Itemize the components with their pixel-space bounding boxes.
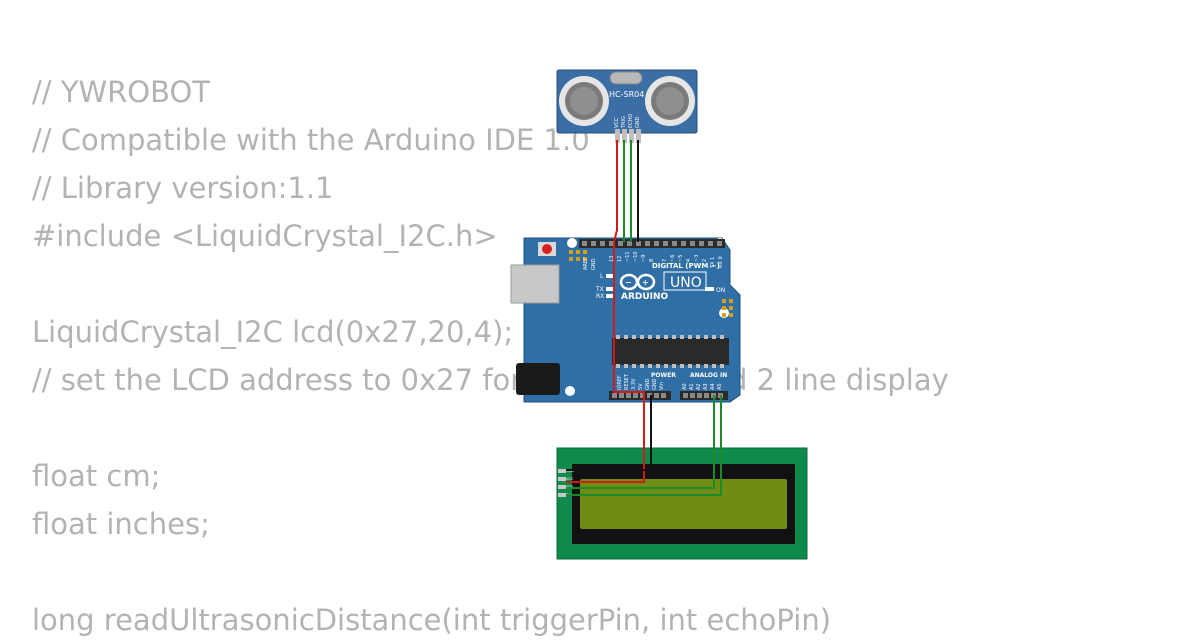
digital-pin-rx-label: RX 0 bbox=[718, 256, 724, 268]
icsp-header-top bbox=[569, 250, 587, 261]
wire-lcd-gnd bbox=[566, 395, 652, 471]
transducer-left bbox=[559, 76, 609, 126]
code-line: float cm; bbox=[32, 459, 161, 493]
wire-sda bbox=[566, 395, 715, 489]
sensor-label: HC-SR04 bbox=[609, 90, 644, 99]
uno-frame bbox=[663, 271, 707, 291]
reset-button[interactable] bbox=[542, 244, 552, 254]
chip-pins-top bbox=[616, 335, 724, 339]
digital-header-label: DIGITAL (PWM ~) bbox=[652, 262, 720, 270]
digital-pin-5-label: ~5 bbox=[678, 255, 684, 262]
led-tx bbox=[606, 287, 613, 291]
code-line: #include <LiquidCrystal_I2C.h> bbox=[32, 219, 498, 253]
uno-model-label: UNO bbox=[670, 275, 702, 291]
infinity-logo bbox=[619, 273, 656, 291]
transducer-right bbox=[645, 76, 695, 126]
code-line: // YWROBOT bbox=[32, 75, 211, 109]
sensor-pin-gnd-label: GND bbox=[635, 116, 641, 128]
mount-hole bbox=[567, 238, 577, 248]
led-on bbox=[705, 287, 714, 291]
wire-5v-vcc bbox=[566, 140, 645, 483]
analog-header-label: ANALOG IN bbox=[690, 372, 727, 379]
digital-pin-6-label: ~6 bbox=[670, 255, 676, 262]
wire-scl bbox=[566, 395, 722, 496]
led-rx-label: RX bbox=[596, 293, 604, 300]
digital-pin-12-label: 12 bbox=[617, 256, 623, 262]
code-line: LiquidCrystal_I2C lcd(0x27,20,4); bbox=[32, 315, 514, 349]
analog-pin-a3-label: A3 bbox=[703, 383, 709, 390]
crystal-oscillator bbox=[609, 71, 643, 85]
digital-pin-13-label: 13 bbox=[609, 256, 615, 262]
code-line: // Compatible with the Arduino IDE 1.0 bbox=[32, 123, 590, 157]
power-pin-reset-label: RESET bbox=[624, 373, 630, 390]
led-tx-label: TX bbox=[595, 286, 604, 293]
circuit-diagram: HC-SR04 VCC TRIG ECHO GND bbox=[510, 69, 808, 560]
logo-minus: − bbox=[625, 278, 632, 287]
digital-pin-9-label: ~9 bbox=[641, 255, 647, 262]
led-l-label: L bbox=[600, 273, 604, 280]
digital-pin-7-label: 7 bbox=[662, 259, 668, 262]
arduino-uno-board[interactable]: AREF GND 13 12 ~11 ~10 ~9 8 7 ~6 ~5 4 ~3… bbox=[510, 237, 741, 403]
digital-header-sockets bbox=[582, 241, 722, 246]
power-pin-ioref-label: IOREF bbox=[617, 375, 623, 390]
digital-pin-10-label: ~10 bbox=[633, 251, 639, 262]
power-pin-5v-label: 5V bbox=[638, 383, 644, 390]
digital-pin-3-label: ~3 bbox=[694, 255, 700, 262]
led-rx bbox=[606, 294, 613, 298]
digital-pin-2-label: 2 bbox=[702, 259, 708, 262]
aref-label: AREF bbox=[583, 257, 589, 270]
power-pin-gnd1-label: GND bbox=[645, 378, 651, 390]
arduino-brand-label: ARDUINO bbox=[621, 292, 669, 302]
atmega-chip bbox=[612, 338, 729, 365]
usb-connector bbox=[510, 264, 560, 304]
power-pin-3v3-label: 3.3V bbox=[631, 378, 637, 390]
sensor-pin-vcc-label: VCC bbox=[614, 117, 620, 128]
analog-pin-a2-label: A2 bbox=[696, 383, 702, 390]
analog-pin-a4-label: A4 bbox=[710, 383, 716, 390]
lcd-screen bbox=[580, 479, 787, 529]
code-line: float inches; bbox=[32, 507, 210, 541]
digital-pin-11-label: ~11 bbox=[625, 251, 631, 262]
wires bbox=[566, 140, 722, 496]
sensor-pin-trig-label: TRIG bbox=[621, 116, 627, 129]
digital-header bbox=[579, 239, 725, 248]
analog-pin-a1-label: A1 bbox=[689, 383, 695, 390]
code-line: // Library version:1.1 bbox=[32, 171, 334, 205]
ultrasonic-sensor[interactable]: HC-SR04 VCC TRIG ECHO GND bbox=[556, 69, 698, 143]
logo-plus: + bbox=[642, 278, 649, 287]
analog-pin-a5-label: A5 bbox=[717, 383, 723, 390]
power-pin-vin-label: Vin bbox=[659, 382, 665, 390]
chip-pins-bottom bbox=[616, 364, 724, 368]
icsp-header-right bbox=[722, 299, 733, 317]
lcd-pin-vcc-label: VCC bbox=[566, 477, 574, 481]
mount-hole bbox=[565, 386, 575, 396]
sensor-pin-echo-label: ECHO bbox=[628, 114, 634, 128]
power-pin-gnd2-label: GND bbox=[652, 378, 658, 390]
power-header-label: POWER bbox=[651, 372, 676, 379]
led-on-label: ON bbox=[716, 287, 725, 294]
sensor-header-pins bbox=[615, 129, 641, 143]
digital-pin-8-label: 8 bbox=[649, 259, 655, 262]
lcd-display[interactable]: GND VCC SDA SCL bbox=[556, 447, 808, 560]
gnd-label: GND bbox=[591, 258, 597, 270]
power-jack bbox=[516, 363, 560, 395]
digital-pin-tx-label: TX 1 bbox=[710, 257, 716, 269]
led-l bbox=[606, 274, 613, 278]
digital-pin-4-label: 4 bbox=[686, 259, 692, 262]
lcd-header-pins bbox=[558, 469, 566, 497]
analog-pin-a0-label: A0 bbox=[682, 383, 688, 390]
